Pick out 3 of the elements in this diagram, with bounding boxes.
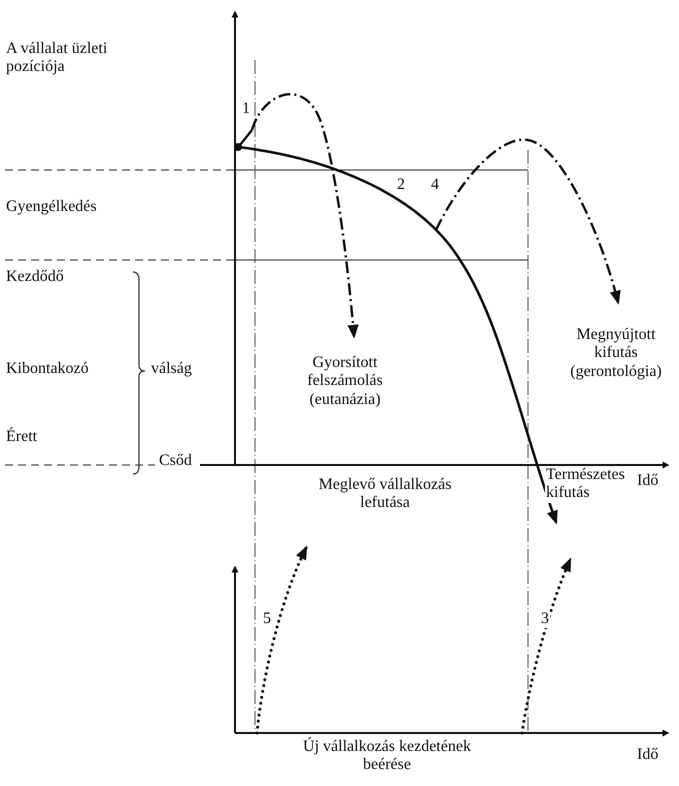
bracket-label: válság bbox=[150, 360, 193, 378]
zone-label: Gyengélkedés bbox=[5, 198, 98, 216]
curve-number: 3 bbox=[540, 610, 550, 628]
